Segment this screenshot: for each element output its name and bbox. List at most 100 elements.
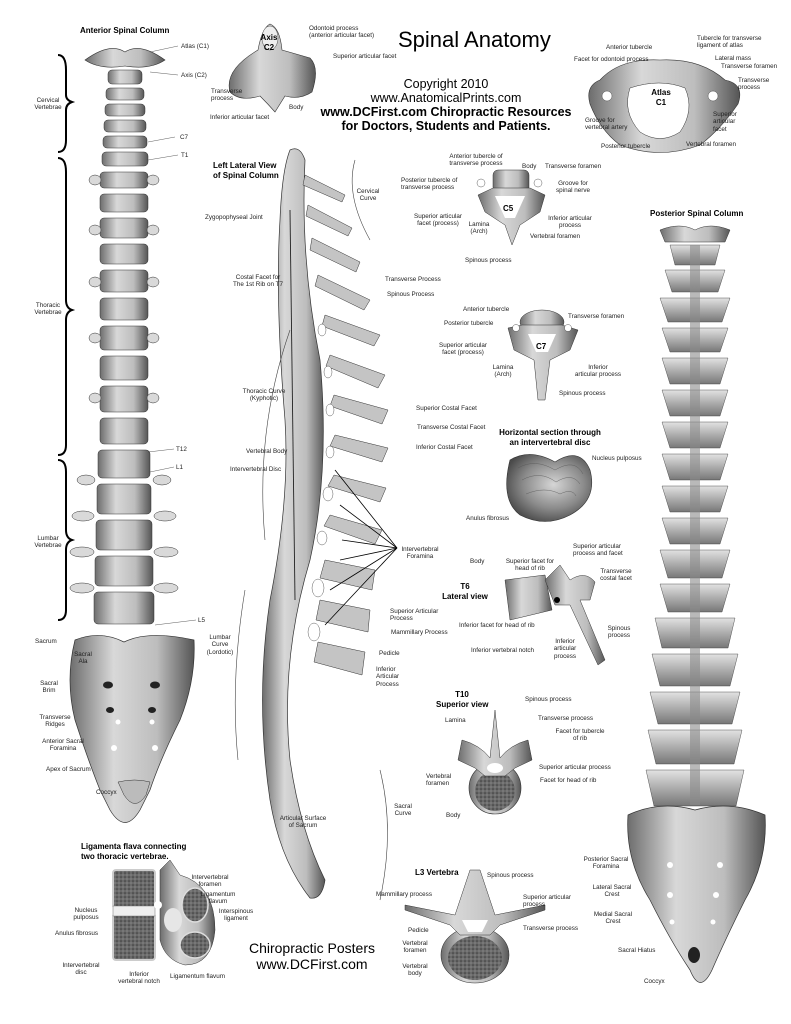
label-c7-anterior-tubercle: Anterior tubercle: [463, 306, 510, 313]
curve-arcs: [234, 159, 388, 901]
label-sacrum: Sacrum: [35, 638, 57, 645]
label-nucleus-pulposus: Nucleus pulposus: [592, 455, 642, 462]
label-superior-costal-facet: Superior Costal Facet: [416, 405, 477, 412]
label-t6-transverse-costal: Transverse costal facet: [600, 568, 632, 583]
label-coccyx-posterior: Coccyx: [644, 978, 665, 985]
label-t6-body: Body: [470, 558, 485, 565]
label-c2-transverse-process: Transverse process: [211, 88, 243, 103]
label-t10-facet-head: Facet for head of rib: [540, 777, 597, 784]
label-c2-superior-facet: Superior articular facet: [333, 53, 397, 60]
label-lig-ligamentum-flavum-top: Ligamentum flavum: [200, 891, 236, 906]
label-c5-posterior-tubercle: Posterior tubercle of transverse process: [401, 177, 458, 192]
label-lumbar-curve: Lumbar Curve (Lordotic): [206, 634, 234, 656]
label-pedicle: Pedicle: [379, 650, 400, 657]
foramina-leaders: [324, 469, 398, 626]
label-t10-spinous: Spinous process: [525, 696, 572, 703]
label-lateral-sacral-crest: Lateral Sacral Crest: [592, 884, 632, 899]
label-c7: C7: [180, 134, 189, 141]
label-c2-body: Body: [289, 104, 304, 111]
label-t10-transverse: Transverse process: [538, 715, 594, 722]
label-lig-intervertebral-disc: Intervertebral disc: [62, 962, 100, 977]
label-c1-tubercle-ligament: Tubercle for transverse ligament of atla…: [697, 35, 762, 50]
label-c5-transverse-foramen: Transverse foramen: [545, 163, 602, 170]
t10-heading: T10 Superior view: [436, 690, 489, 709]
lateral-heading: Left Lateral View of Spinal Column: [213, 161, 279, 180]
label-posterior-sacral-foramina: Posterior Sacral Foramina: [583, 856, 629, 871]
label-odontoid-process: Odontoid process (anterior articular fac…: [309, 25, 375, 40]
label-medial-sacral-crest: Medial Sacral Crest: [593, 911, 633, 926]
copyright-block: Copyright 2010 www.AnatomicalPrints.com …: [318, 77, 574, 133]
footer-dcfirst-link[interactable]: www.DCFirst.com: [256, 956, 368, 972]
c7-heading: C7: [536, 342, 547, 351]
label-thoracic-vertebrae: Thoracic Vertebrae: [34, 302, 62, 317]
label-t6-inferior-notch: Inferior vertebral notch: [471, 647, 534, 654]
c7-illustration: [507, 309, 579, 401]
label-l3-transverse: Transverse process: [523, 925, 579, 932]
axis-c2-illustration: [228, 23, 316, 113]
label-coccyx-anterior: Coccyx: [96, 789, 117, 796]
l3-heading: L3 Vertebra: [415, 868, 459, 877]
leader-lines: [147, 45, 197, 626]
label-c5-groove: Groove for spinal nerve: [556, 180, 590, 195]
label-c5-body: Body: [522, 163, 537, 170]
label-c1-anterior-tubercle: Anterior tubercle: [606, 44, 653, 51]
c5-illustration: [476, 169, 546, 246]
label-c5-inferior-articular: Inferior articular process: [548, 215, 592, 230]
label-intervertebral-foramina: Intervertebral Foramina: [401, 546, 439, 561]
label-l3-pedicle: Pedicle: [408, 927, 429, 934]
label-c1-groove-artery: Groove for vertebral artery: [585, 117, 628, 132]
label-t1: T1: [181, 152, 189, 159]
label-mammillary-process: Mammillary Process: [391, 629, 448, 636]
label-t10-vertebral-foramen: Vertebral foramen: [426, 773, 452, 788]
label-c5-superior-facet: Superior articular facet (process): [414, 213, 462, 228]
label-l3-mammillary: Mammillary process: [376, 891, 432, 898]
axis-c2-heading: Axis C2: [260, 33, 278, 52]
label-vertebral-body: Vertebral Body: [246, 448, 288, 455]
atlas-c1-illustration: [588, 59, 741, 153]
disc-section-illustration: [506, 454, 593, 522]
label-lig-anulus-fibrosus: Anulus fibrosus: [55, 930, 99, 937]
label-l3-vertebral-body: Vertebral body: [402, 963, 428, 978]
label-c5-lamina: Lamina (Arch): [468, 221, 490, 236]
label-c7-transverse-foramen: Transverse foramen: [568, 313, 625, 320]
label-t10-superior-articular: Superior articular process: [539, 764, 611, 771]
label-thoracic-curve: Thoracic Curve (Kyphotic): [242, 388, 286, 403]
tagline-line-2: for Doctors, Students and Patients.: [341, 119, 551, 133]
label-sacral-ala: Sacral Ala: [74, 651, 92, 666]
label-cervical-vertebrae: Cervical Vertebrae: [34, 97, 62, 112]
label-l3-spinous: Spinous process: [487, 872, 534, 879]
label-anulus-fibrosus: Anulus fibrosus: [466, 515, 510, 522]
label-lig-inferior-notch: Inferior vertebral notch: [118, 971, 160, 986]
label-costal-facet-rib: Costal Facet for The 1st Rib on T7: [233, 274, 283, 289]
label-lig-nucleus-pulposus: Nucleus pulposus: [73, 907, 99, 922]
label-articular-surface-sacrum: Articular Surface of Sacrum: [279, 815, 327, 830]
label-atlas-c1: Atlas (C1): [181, 43, 209, 50]
label-spinous-process: Spinous Process: [387, 291, 435, 298]
tagline-line-1[interactable]: www.DCFirst.com Chiropractic Resources: [320, 105, 572, 119]
label-sacral-curve: Sacral Curve: [394, 803, 412, 818]
label-l5: L5: [198, 617, 206, 624]
l3-illustration: [404, 869, 546, 984]
label-c1-vertebral-foramen: Vertebral foramen: [686, 141, 737, 148]
label-t6-inferior-articular: Inferior articular process: [553, 638, 577, 660]
label-apex-of-sacrum: Apex of Sacrum: [46, 766, 91, 773]
t6-illustration: [504, 564, 606, 666]
label-l1: L1: [176, 464, 184, 471]
label-axis-c2: Axis (C2): [181, 72, 207, 79]
label-superior-articular-process: Superior Articular Process: [390, 608, 439, 623]
anatomicalprints-link[interactable]: www.AnatomicalPrints.com: [370, 91, 522, 105]
footer-line-1: Chiropractic Posters: [248, 940, 376, 956]
label-inferior-articular-process: Inferior Articular Process: [376, 666, 400, 688]
poster-title: Spinal Anatomy: [398, 27, 551, 52]
ligamenta-heading: Ligamenta flava connecting two thoracic …: [81, 842, 187, 861]
label-l3-vertebral-foramen: Vertebral foramen: [402, 940, 428, 955]
label-l3-superior-articular: Superior articular process: [523, 894, 571, 909]
label-c7-lamina: Lamina (Arch): [492, 364, 514, 379]
label-t6-inferior-facet-rib: Inferior facet for head of rib: [459, 622, 535, 629]
label-transverse-costal-facet: Transverse Costal Facet: [417, 424, 486, 431]
label-lig-ligamentum-flavum-bottom: Ligamentum flavum: [170, 973, 225, 980]
label-c7-inferior-articular: Inferior articular process: [574, 364, 622, 379]
label-c1-lateral-mass: Lateral mass: [715, 55, 752, 62]
ligamenta-flava-illustration: [112, 859, 216, 966]
label-transverse-process: Transverse Process: [385, 276, 441, 283]
